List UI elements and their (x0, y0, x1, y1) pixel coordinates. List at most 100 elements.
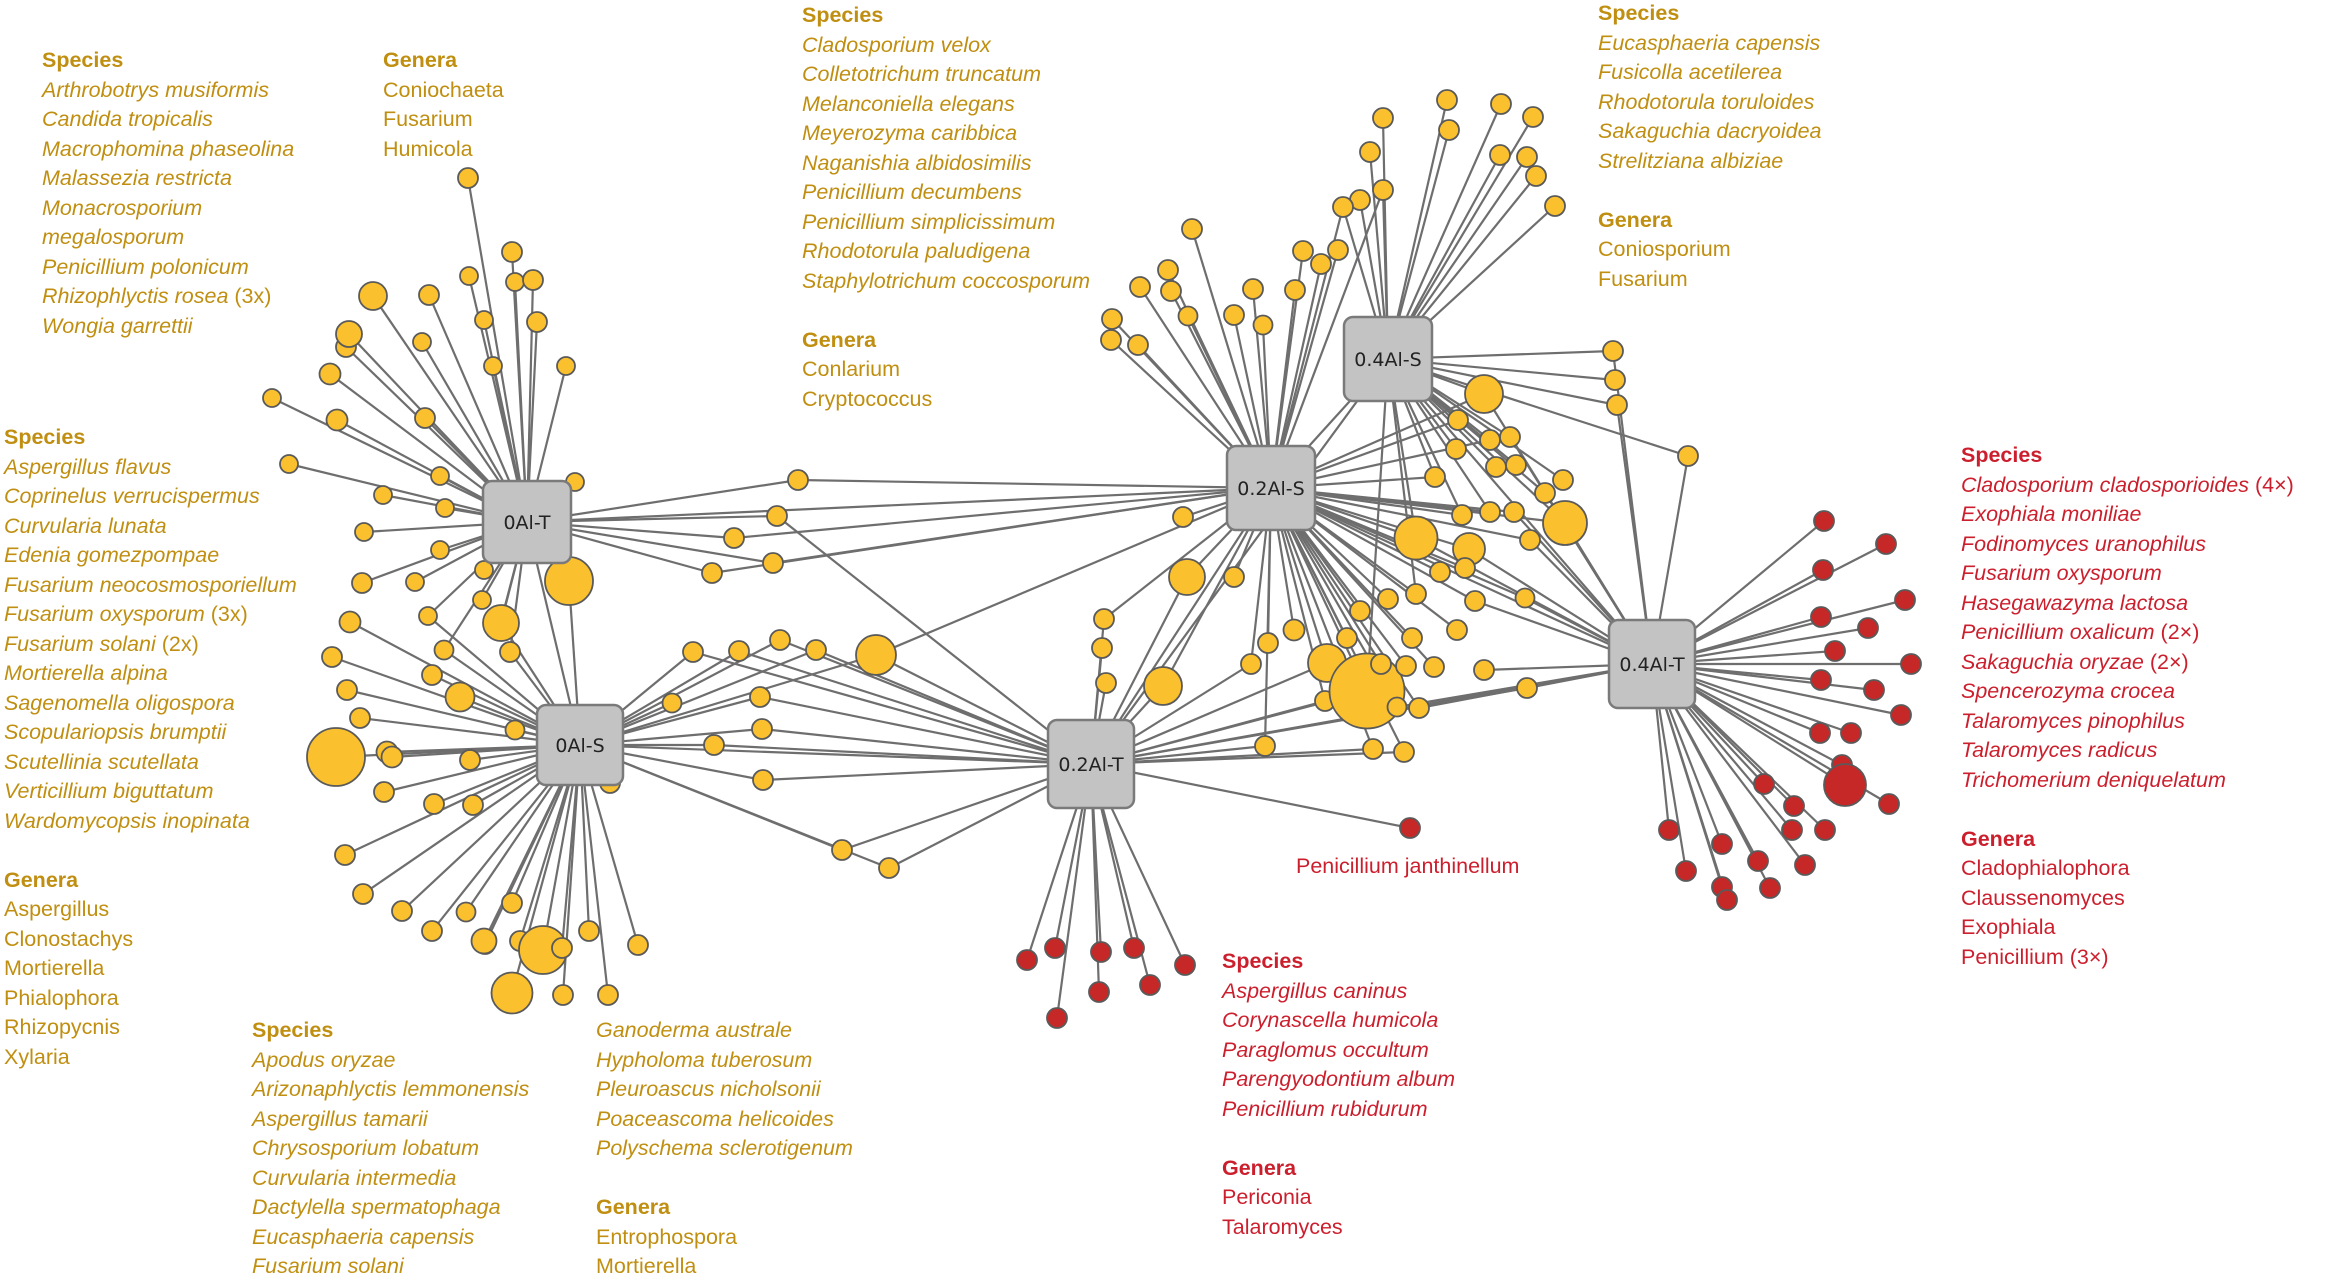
species-name-count: Sakaguchia oryzae (2×) (1961, 648, 2294, 678)
genus-name: Periconia (1222, 1185, 1312, 1209)
genus-name: Phialophora (4, 985, 119, 1010)
taxon-node-yellow (728, 640, 750, 662)
species-name: Paraglomus occultum (1222, 1037, 1429, 1062)
taxon-node-yellow (762, 552, 784, 574)
taxon-edge (713, 743, 1092, 766)
hub-node (1225, 444, 1317, 532)
species-name: Chrysosporium lobatum (252, 1136, 480, 1160)
taxon-node-yellow (1401, 627, 1423, 649)
taxon-node-yellow (1552, 469, 1574, 491)
species-name: Penicillium simplicissimum (802, 209, 1056, 234)
species-name: Rhodotorula paludigena (802, 239, 1031, 263)
species-name: Corynascella humicola (1222, 1008, 1439, 1032)
species-name: Scutellinia scutellata (4, 749, 199, 774)
taxon-node-yellow (1464, 590, 1486, 612)
species-heading: Species (42, 48, 124, 72)
taxon-node-red (1894, 589, 1916, 611)
taxon-node-yellow (1485, 456, 1507, 478)
taxon-edge (761, 727, 1092, 766)
species-count: (3x) (228, 284, 272, 308)
species-name: Fusicolla acetilerea (1598, 60, 1783, 84)
taxon-node-yellow (1181, 218, 1203, 240)
species-name: Talaromyces radicus (1961, 738, 2158, 762)
taxon-node-yellow (1490, 93, 1512, 115)
taxon-node-yellow (1479, 501, 1501, 523)
taxon-node-yellow (805, 639, 827, 661)
taxon-node-yellow (1516, 677, 1538, 699)
genus-name: Fusarium (1598, 266, 1688, 291)
taxon-node-yellow (354, 522, 374, 542)
taxon-edge (738, 649, 1092, 766)
taxon-edge (1090, 762, 1411, 830)
species-name: Curvularia intermedia (252, 1165, 457, 1190)
label-top-left-genera: Genera Coniochaeta Fusarium Humicola (383, 46, 504, 164)
species-name: Candida tropicalis (42, 107, 213, 131)
hub-label: 0.2Al-T (1058, 754, 1124, 776)
species-name: Trichomerium deniquelatum (1961, 767, 2226, 792)
taxon-node-yellow (414, 407, 436, 429)
taxon-node-yellow (1447, 409, 1469, 431)
hub-node (1607, 618, 1697, 710)
species-name-count: Penicillium oxalicum (2×) (1961, 618, 2294, 648)
taxon-node-yellow (499, 641, 521, 663)
taxon-node-yellow (1489, 144, 1511, 166)
taxon-node-yellow (1143, 666, 1183, 706)
taxon-node-yellow (435, 498, 455, 518)
taxon-node-yellow (1499, 426, 1521, 448)
species-name: Hypholoma tuberosum (596, 1047, 813, 1072)
taxon-node-red (1875, 533, 1897, 555)
species-name: Polyschema sclerotigenum (596, 1136, 853, 1160)
species-name: Sagenomella oligospora (4, 690, 235, 715)
hub-label: 0.2Al-S (1237, 478, 1304, 500)
taxon-edge (578, 744, 610, 996)
taxon-node-yellow (336, 679, 358, 701)
taxon-node-yellow (262, 388, 282, 408)
species-name: Wardomycopsis inopinata (4, 808, 250, 833)
species-name: Fusarium oxysporum (4, 602, 205, 626)
species-heading: Species (4, 425, 86, 449)
taxon-node-yellow (1503, 501, 1525, 523)
genus-name: Xylaria (4, 1044, 70, 1069)
species-name: Arthrobotrys musiformis (42, 77, 269, 102)
taxon-node-yellow (1424, 466, 1446, 488)
species-name: Cladosporium cladosporioides (1961, 472, 2250, 497)
hub-label: 0.4Al-S (1354, 349, 1421, 371)
genus-name: Clonostachys (4, 926, 134, 951)
taxon-node-red (1840, 722, 1862, 744)
species-name: Exophiala moniliae (1961, 502, 2142, 526)
taxon-node-yellow (455, 901, 477, 923)
genus-name: Conlarium (802, 357, 900, 381)
taxon-edge (692, 650, 1092, 766)
species-name: Meyerozyma caribbica (802, 121, 1018, 145)
taxon-node-red (1046, 1007, 1068, 1029)
taxon-node-yellow (338, 610, 362, 634)
taxon-node-red (1783, 795, 1805, 817)
taxon-node-yellow (1095, 672, 1117, 694)
taxon-node-red (1759, 877, 1781, 899)
species-name: Penicillium decumbens (802, 180, 1022, 204)
taxon-node-red (1090, 941, 1112, 963)
taxon-node-yellow (430, 466, 450, 486)
species-name: Penicillium polonicum (42, 254, 249, 279)
genus-name-count: Penicillium (3×) (1961, 943, 2294, 973)
taxon-node-yellow (1525, 165, 1547, 187)
taxon-node-yellow (1479, 429, 1501, 451)
taxon-node-yellow (1438, 119, 1460, 141)
taxon-node-yellow (1405, 583, 1427, 605)
species-name: Eucasphaeria capensis (252, 1224, 475, 1249)
genus-name: Aspergillus (4, 897, 110, 921)
taxon-node-yellow (306, 727, 366, 787)
label-center-red: Penicillium janthinellum (1296, 852, 1519, 882)
taxon-edge (1387, 357, 1689, 458)
label-top-left: Species Arthrobotrys musiformis Candida … (42, 46, 294, 341)
species-name-count: Fusarium solani (2x) (4, 630, 297, 660)
taxon-node-yellow (412, 332, 432, 352)
species-name: Fusarium solani (4, 631, 156, 656)
taxon-node-red (1857, 617, 1879, 639)
label-top-right: Species Eucasphaeria capensis Fusicolla … (1598, 0, 1822, 294)
taxon-node-yellow (701, 562, 723, 584)
taxon-node-yellow (1542, 500, 1588, 546)
species-name: Fodinomyces uranophilus (1961, 531, 2206, 556)
taxon-edge (1090, 686, 1528, 766)
taxon-node-yellow (1328, 652, 1406, 730)
